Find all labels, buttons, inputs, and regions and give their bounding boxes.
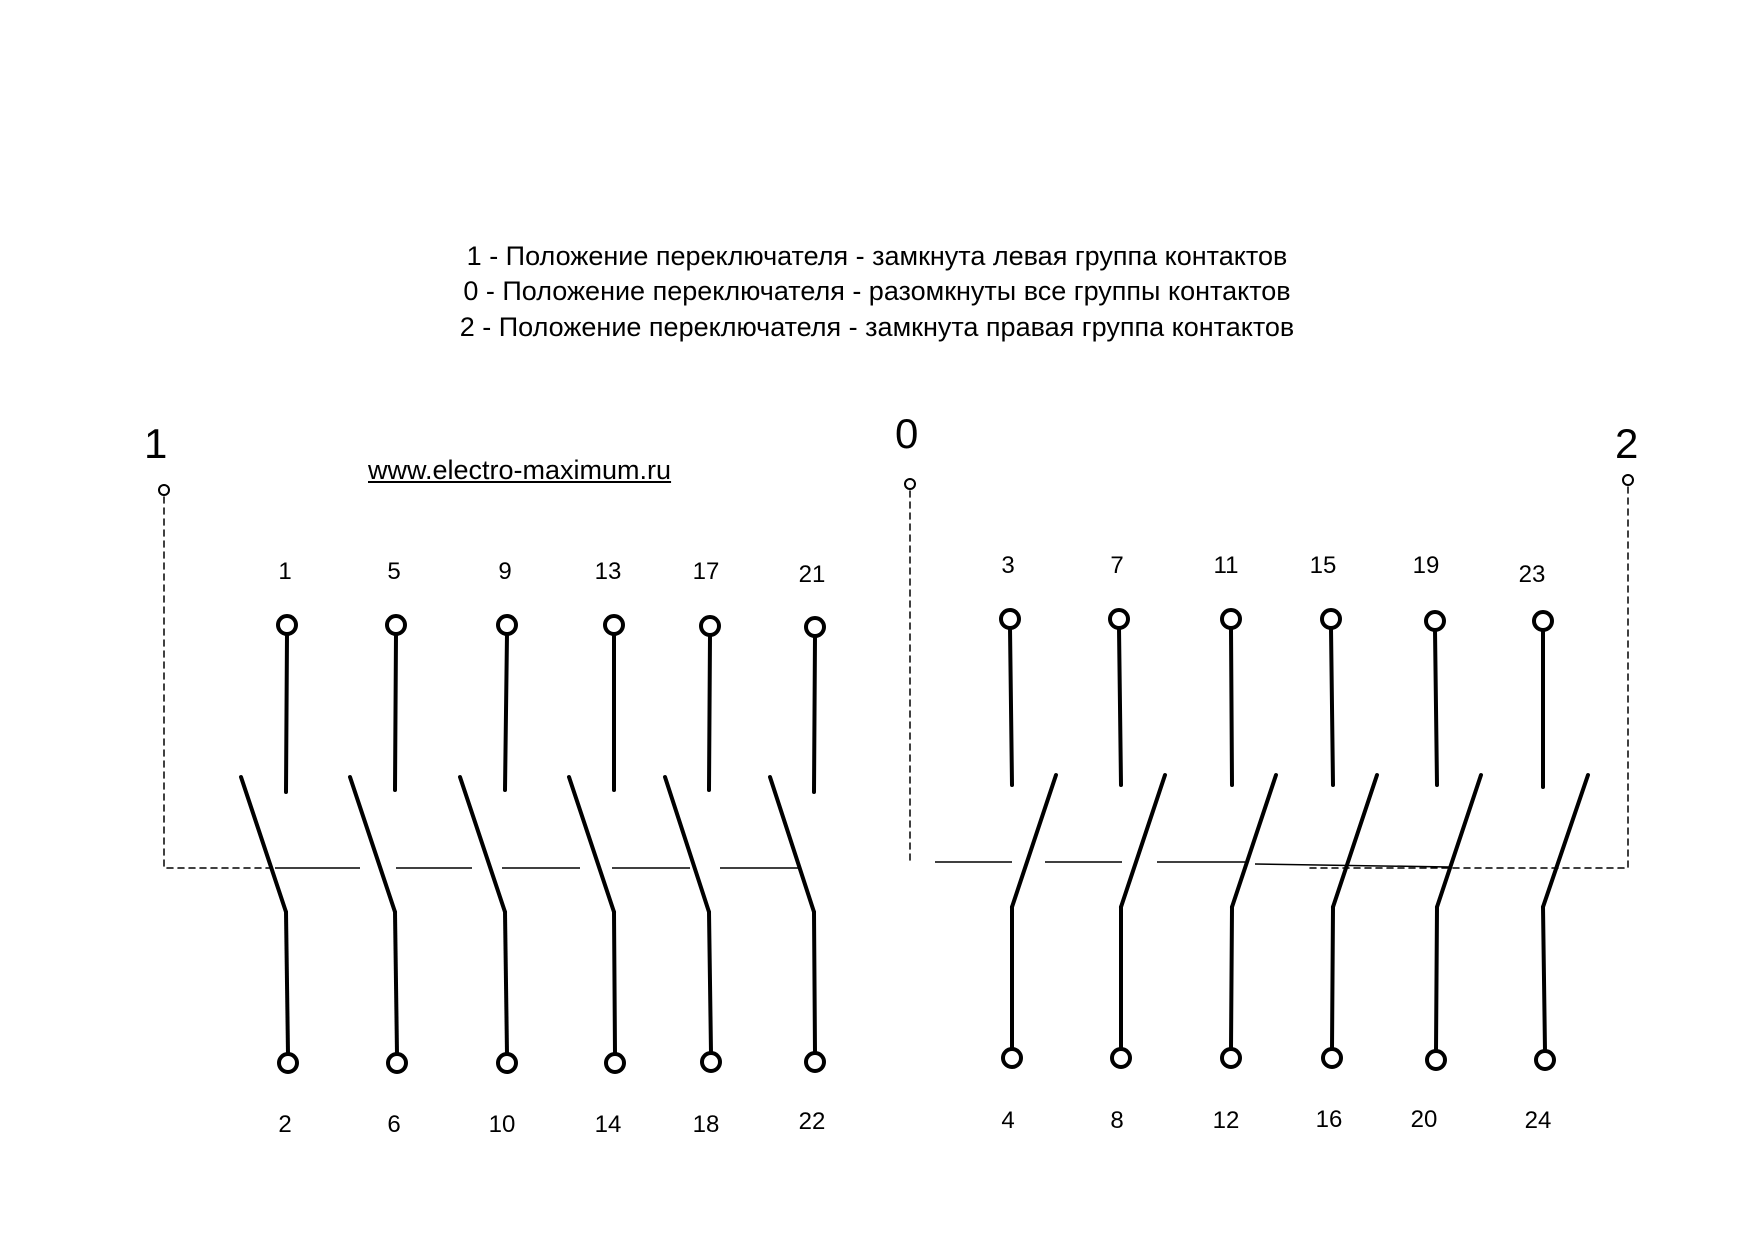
terminal-19 xyxy=(1424,610,1446,632)
terminal-label-17: 17 xyxy=(692,558,720,585)
blade-23-24 xyxy=(1541,773,1590,909)
contact-15-16 xyxy=(1320,608,1379,1069)
terminal-label-5: 5 xyxy=(387,558,401,585)
terminal-23 xyxy=(1532,610,1554,632)
contact-17-18 xyxy=(663,615,722,1073)
terminal-label-3: 3 xyxy=(1001,552,1015,579)
left-contact-group xyxy=(239,614,826,1074)
terminal-label-1: 1 xyxy=(278,558,292,585)
terminal-24 xyxy=(1534,1049,1556,1071)
terminal-label-22: 22 xyxy=(798,1108,826,1135)
terminal-1 xyxy=(276,614,298,636)
actuator-link-left xyxy=(163,496,276,869)
blade-15-16 xyxy=(1331,773,1379,909)
terminal-label-13: 13 xyxy=(594,558,622,585)
terminal-3 xyxy=(999,608,1021,630)
blade-11-12 xyxy=(1230,773,1278,909)
terminal-label-16: 16 xyxy=(1315,1106,1343,1133)
position-2-marker xyxy=(1622,474,1634,486)
contact-1-2 xyxy=(239,614,299,1074)
contact-coupling xyxy=(275,861,1451,869)
terminal-label-15: 15 xyxy=(1309,552,1337,579)
terminal-18 xyxy=(700,1051,722,1073)
terminal-2 xyxy=(277,1052,299,1074)
contact-9-10 xyxy=(458,614,518,1074)
actuator-link-right xyxy=(1304,486,1629,869)
terminal-label-24: 24 xyxy=(1524,1107,1552,1134)
terminal-label-21: 21 xyxy=(798,561,826,588)
terminal-label-6: 6 xyxy=(387,1111,401,1138)
legend-line-position-0: 0 - Положение переключателя - разомкнуты… xyxy=(463,276,1291,306)
terminal-8 xyxy=(1110,1047,1132,1069)
terminal-9 xyxy=(496,614,518,636)
coupling-right-4 xyxy=(1254,863,1451,868)
position-0-label: 0 xyxy=(895,410,919,457)
contact-13-14 xyxy=(567,614,626,1074)
blade-21-22 xyxy=(768,775,816,914)
legend-line-position-2: 2 - Положение переключателя - замкнута п… xyxy=(459,312,1295,342)
position-2-label: 2 xyxy=(1615,420,1639,467)
blade-7-8 xyxy=(1119,773,1167,909)
terminal-13 xyxy=(603,614,625,636)
terminal-10 xyxy=(496,1052,518,1074)
actuator-links xyxy=(163,486,1629,869)
terminal-label-2: 2 xyxy=(278,1111,292,1138)
position-0-marker xyxy=(904,478,916,490)
blade-1-2 xyxy=(239,775,288,914)
terminal-22 xyxy=(804,1051,826,1073)
terminal-16 xyxy=(1321,1047,1343,1069)
contact-5-6 xyxy=(348,614,408,1074)
terminal-label-4: 4 xyxy=(1001,1107,1015,1134)
terminal-label-11: 11 xyxy=(1213,552,1239,579)
website-link[interactable]: www.electro-maximum.ru xyxy=(368,455,672,485)
terminal-17 xyxy=(699,615,721,637)
terminal-label-8: 8 xyxy=(1110,1107,1124,1134)
blade-5-6 xyxy=(348,775,397,914)
contact-19-20 xyxy=(1424,610,1483,1071)
terminal-15 xyxy=(1320,608,1342,630)
terminal-21 xyxy=(804,616,826,638)
terminal-label-10: 10 xyxy=(488,1111,516,1138)
terminal-11 xyxy=(1220,608,1242,630)
terminal-7 xyxy=(1108,608,1130,630)
position-1-label: 1 xyxy=(144,420,168,467)
terminal-6 xyxy=(386,1052,408,1074)
terminal-label-19: 19 xyxy=(1412,552,1440,579)
terminal-5 xyxy=(385,614,407,636)
blade-3-4 xyxy=(1010,773,1058,909)
terminal-label-18: 18 xyxy=(692,1111,720,1138)
terminal-label-20: 20 xyxy=(1410,1106,1438,1133)
position-1-marker xyxy=(158,484,170,496)
contact-11-12 xyxy=(1220,608,1278,1069)
terminal-label-23: 23 xyxy=(1518,561,1546,588)
terminal-label-14: 14 xyxy=(594,1111,622,1138)
terminal-4 xyxy=(1001,1047,1023,1069)
terminal-14 xyxy=(604,1052,626,1074)
position-markers xyxy=(158,474,1634,496)
contact-23-24 xyxy=(1532,610,1590,1071)
terminal-12 xyxy=(1220,1047,1242,1069)
terminal-label-9: 9 xyxy=(498,558,512,585)
blade-13-14 xyxy=(567,775,616,914)
blade-9-10 xyxy=(458,775,507,914)
blade-17-18 xyxy=(663,775,711,914)
legend-line-position-1: 1 - Положение переключателя - замкнута л… xyxy=(466,241,1288,271)
blade-19-20 xyxy=(1435,773,1483,909)
right-contact-group xyxy=(999,608,1590,1071)
terminal-label-7: 7 xyxy=(1110,552,1124,579)
terminal-20 xyxy=(1425,1049,1447,1071)
contact-21-22 xyxy=(768,616,826,1073)
contact-7-8 xyxy=(1108,608,1167,1069)
terminal-label-12: 12 xyxy=(1212,1107,1240,1134)
contact-3-4 xyxy=(999,608,1058,1069)
